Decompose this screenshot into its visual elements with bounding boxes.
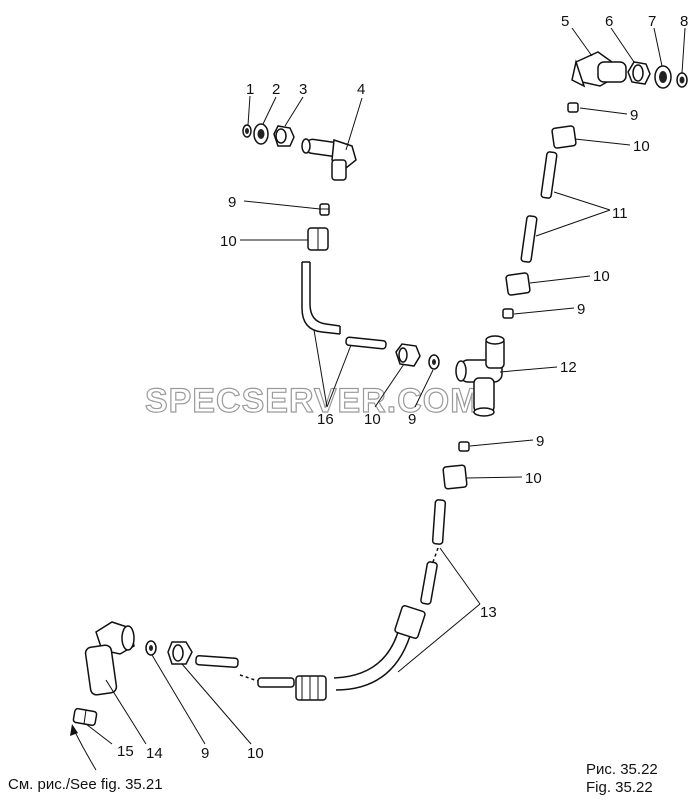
callout-10-b: 10 [593, 268, 610, 285]
nut-3 [273, 125, 295, 147]
callout-12: 12 [560, 359, 577, 376]
leader-lines [85, 27, 686, 745]
callout-11: 11 [612, 205, 628, 222]
callout-9-f: 9 [201, 745, 209, 762]
callout-9-b: 9 [577, 301, 585, 318]
callout-4: 4 [357, 81, 365, 98]
nut-10-mid [395, 343, 421, 367]
reference-note: См. рис./See fig. 35.21 [8, 776, 163, 793]
nut-10-left [307, 227, 329, 251]
olive-9-top-right [567, 102, 579, 113]
nut-10-lower [442, 464, 468, 490]
nut-10-bottom [167, 641, 193, 665]
callout-7: 7 [648, 13, 656, 30]
hose-13 [239, 499, 447, 701]
callout-labels: 1 2 3 4 5 6 7 8 9 10 11 10 9 9 10 12 16 … [117, 13, 688, 762]
callout-9-d: 9 [408, 411, 416, 428]
callout-9-a: 9 [228, 194, 236, 211]
callout-5: 5 [561, 13, 569, 30]
olive-9-mid [428, 354, 440, 370]
nut-10-top-right [551, 125, 577, 149]
callout-15: 15 [117, 743, 134, 760]
callout-9-e: 9 [536, 433, 544, 450]
callout-10-f: 10 [247, 745, 264, 762]
callout-13: 13 [480, 604, 497, 621]
callout-6: 6 [605, 13, 613, 30]
callout-10-a: 10 [220, 233, 237, 250]
callout-10-e: 10 [525, 470, 542, 487]
nut-10-right-lower [505, 272, 531, 296]
callout-9-c: 9 [630, 107, 638, 124]
callout-1: 1 [246, 81, 254, 98]
olive-9-lower [458, 441, 470, 452]
washer-8 [676, 72, 688, 88]
elbow-fitting-5 [571, 51, 627, 88]
tube-16 [301, 261, 387, 350]
olive-9-right-lower [502, 308, 514, 319]
figure-caption-en: Fig. 35.22 [586, 779, 653, 796]
tube-11 [520, 151, 558, 263]
figure-caption-ru: Рис. 35.22 [586, 761, 658, 778]
nut-6 [627, 61, 651, 85]
callout-8: 8 [680, 13, 688, 30]
elbow-fitting-14 [84, 621, 135, 696]
callout-10-c: 10 [633, 138, 650, 155]
callout-3: 3 [299, 81, 307, 98]
ring-2 [253, 123, 269, 145]
tube-lower-left [195, 654, 239, 669]
elbow-fitting-4 [301, 138, 357, 181]
callout-14: 14 [146, 745, 163, 762]
tee-fitting-12 [455, 335, 505, 417]
callout-2: 2 [272, 81, 280, 98]
olive-9-bottom [145, 640, 157, 656]
ring-7 [654, 65, 672, 89]
adapter-15 [72, 707, 98, 727]
callout-10-d: 10 [364, 411, 381, 428]
watermark: SPECSERVER.COM [145, 382, 480, 420]
reference-arrow [70, 724, 97, 771]
callout-16: 16 [317, 411, 334, 428]
washer-1 [242, 124, 252, 138]
olive-9-left [319, 203, 330, 216]
